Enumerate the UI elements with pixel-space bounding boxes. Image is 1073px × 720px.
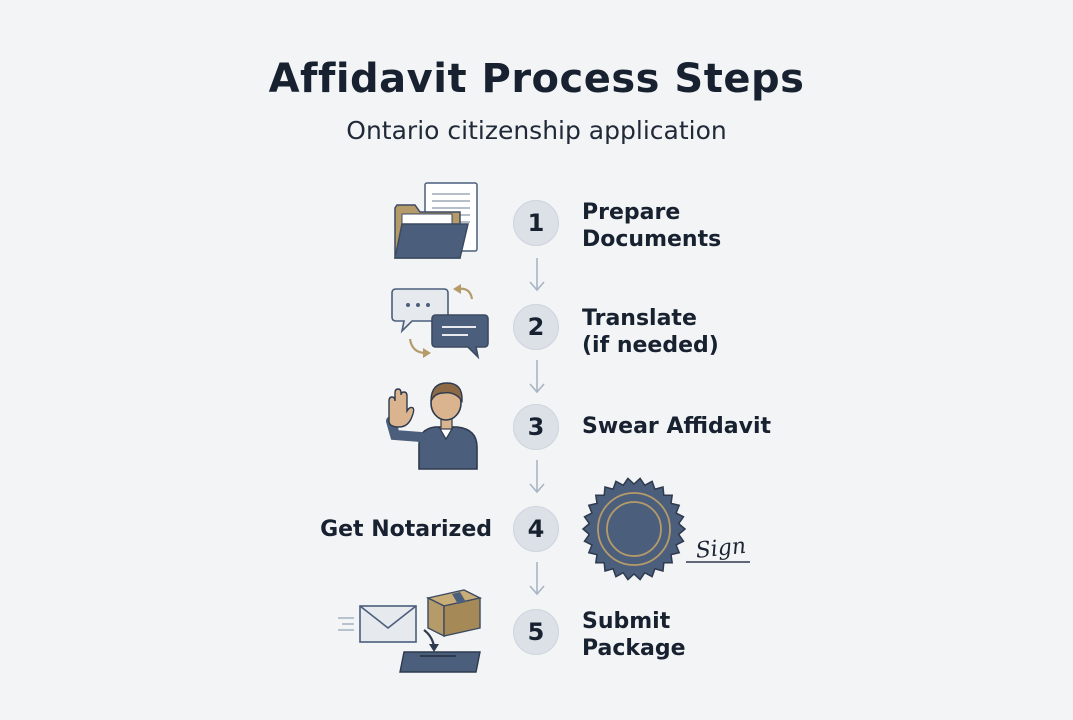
- person-raising-hand-icon: [386, 382, 478, 470]
- down-arrow-1: [529, 258, 545, 292]
- page-title: Affidavit Process Steps: [268, 56, 805, 102]
- mail-package-submit-icon: [338, 589, 483, 673]
- step-5-label: Submit Package: [582, 609, 686, 661]
- step-3-circle: 3: [513, 404, 559, 450]
- step-1-circle: 1: [513, 200, 559, 246]
- step-4-label: Get Notarized: [320, 517, 492, 542]
- step-2-circle: 2: [513, 304, 559, 350]
- step-5-circle: 5: [513, 609, 559, 655]
- step-2-label: Translate (if needed): [582, 306, 719, 358]
- down-arrow-4: [529, 562, 545, 596]
- page-subtitle: Ontario citizenship application: [346, 116, 727, 145]
- folder-documents-icon: [394, 182, 478, 259]
- notary-seal-icon: [581, 477, 687, 581]
- step-3-label: Swear Affidavit: [582, 414, 771, 439]
- down-arrow-3: [529, 460, 545, 494]
- down-arrow-2: [529, 360, 545, 394]
- signature-text: Sign: [695, 534, 748, 564]
- translation-chat-icon: [391, 284, 489, 360]
- step-4-circle: 4: [513, 506, 559, 552]
- signature-mark: Sign: [686, 534, 750, 564]
- step-1-label: Prepare Documents: [582, 200, 722, 252]
